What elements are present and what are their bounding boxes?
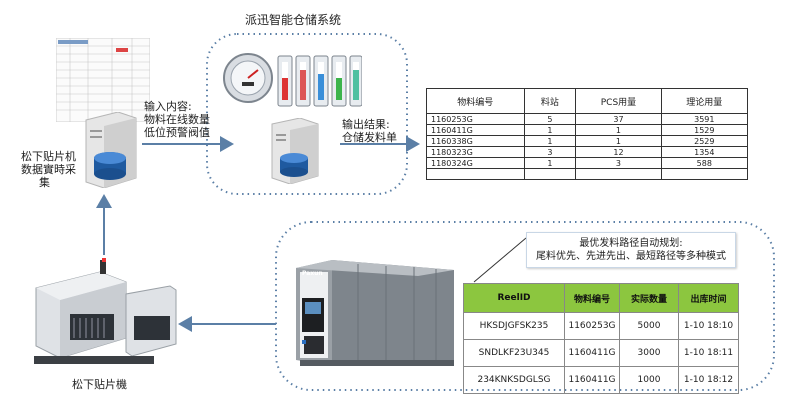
machine-label: 松下贴片機 — [72, 378, 127, 391]
central-server-icon — [271, 118, 319, 184]
input-label: 输入内容: 物料在线数量 低位预警阀值 — [144, 100, 210, 139]
t1-header: 理论用量 — [660, 88, 749, 114]
system-frame — [206, 33, 408, 195]
data-collection-server-icon — [85, 112, 137, 188]
t2-header: 实际数量 — [619, 283, 679, 313]
output-label: 输出结果: 仓储发料单 — [342, 118, 397, 144]
t2-header: ReelID — [463, 283, 565, 313]
report-sheet-icon — [56, 38, 150, 122]
routing-callout: 最优发料路径自动规划: 尾料优先、先进先出、最短路径等多种模式 — [526, 232, 736, 268]
t1-header: PCS用量 — [575, 88, 662, 114]
t2-header: 出库时间 — [678, 283, 739, 313]
callout-pointer — [473, 237, 527, 283]
smart-storage-cabinet-icon — [296, 260, 454, 366]
system-title: 派迅智能仓储系统 — [245, 13, 342, 27]
t2-header: 物料编号 — [564, 283, 620, 313]
t1-header: 物料编号 — [426, 88, 525, 114]
table-row — [426, 168, 749, 180]
top-left-label: 松下贴片机 数据實時采 集 — [21, 150, 76, 189]
gauge-panel-icon — [223, 53, 362, 107]
storage-logo: Paxun — [302, 270, 323, 277]
t1-header: 料站 — [523, 88, 577, 114]
smt-machine-icon — [34, 258, 177, 364]
